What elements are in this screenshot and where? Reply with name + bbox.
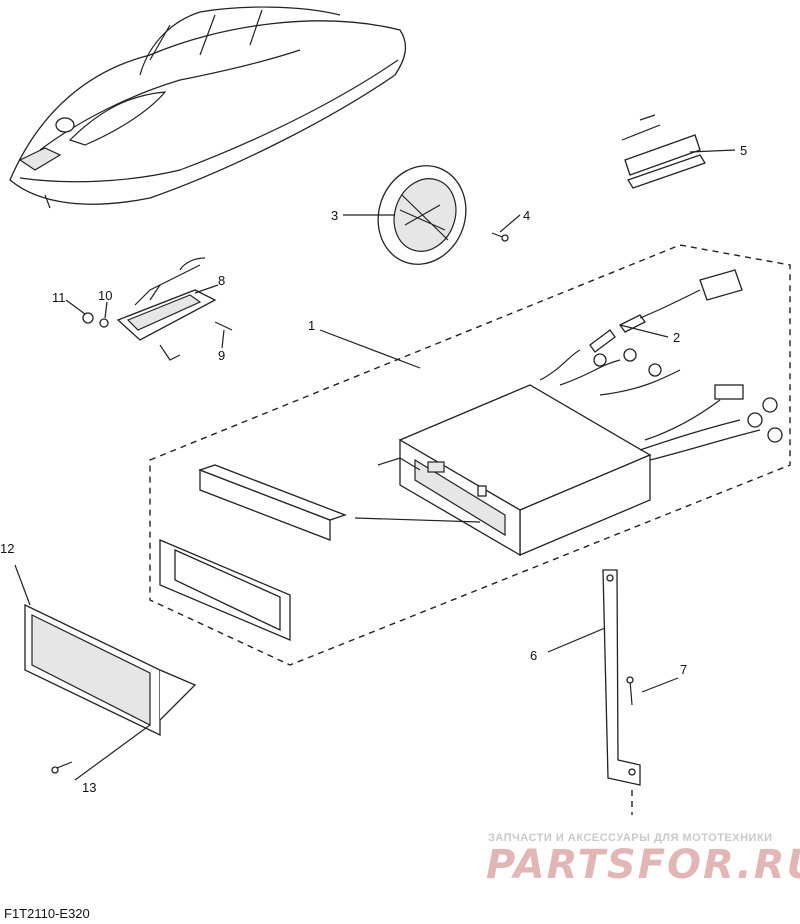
leader-lines (14, 149, 736, 781)
callout-9: 9 (218, 348, 225, 363)
part-10-washer (99, 318, 109, 328)
part-3-speaker (377, 165, 467, 265)
watermark-logo: PARTSFOR.RU (486, 842, 800, 888)
callout-11: 11 (52, 290, 66, 305)
callout-6: 6 (530, 648, 537, 663)
callout-3: 3 (331, 208, 338, 223)
boat-illustration (9, 6, 407, 209)
callout-7: 7 (680, 662, 687, 677)
callout-1: 1 (308, 318, 315, 333)
part-13-screw (51, 761, 73, 774)
watermark-tagline: ЗАПЧАСТИ И АКСЕССУАРЫ ДЛЯ МОТОТЕХНИКИ (488, 832, 773, 844)
trim-frame (159, 539, 291, 641)
part-4-screw (491, 232, 509, 242)
part-1-stereo-unit (377, 349, 761, 557)
faceplate-detachable (198, 464, 347, 541)
part-7-screw (626, 676, 634, 815)
part-2-wire-harness (589, 269, 783, 443)
callout-13: 13 (82, 780, 96, 795)
part-6-bracket (602, 569, 641, 786)
callout-2: 2 (673, 330, 680, 345)
callout-10: 10 (98, 288, 112, 303)
callout-numbers: 1 2 3 4 5 6 7 8 9 10 11 12 13 (0, 143, 747, 795)
part-8-control-panel (116, 257, 217, 361)
callout-5: 5 (740, 143, 747, 158)
assembly-group-boundary (149, 244, 791, 666)
callout-8: 8 (218, 273, 225, 288)
callout-4: 4 (523, 208, 530, 223)
part-5-clip (621, 114, 706, 189)
part-9-screw (214, 321, 233, 331)
part-12-housing (24, 603, 197, 737)
part-11-nut (82, 312, 94, 324)
figure-code: F1T2110-E320 (4, 906, 90, 921)
callout-12: 12 (0, 541, 14, 556)
